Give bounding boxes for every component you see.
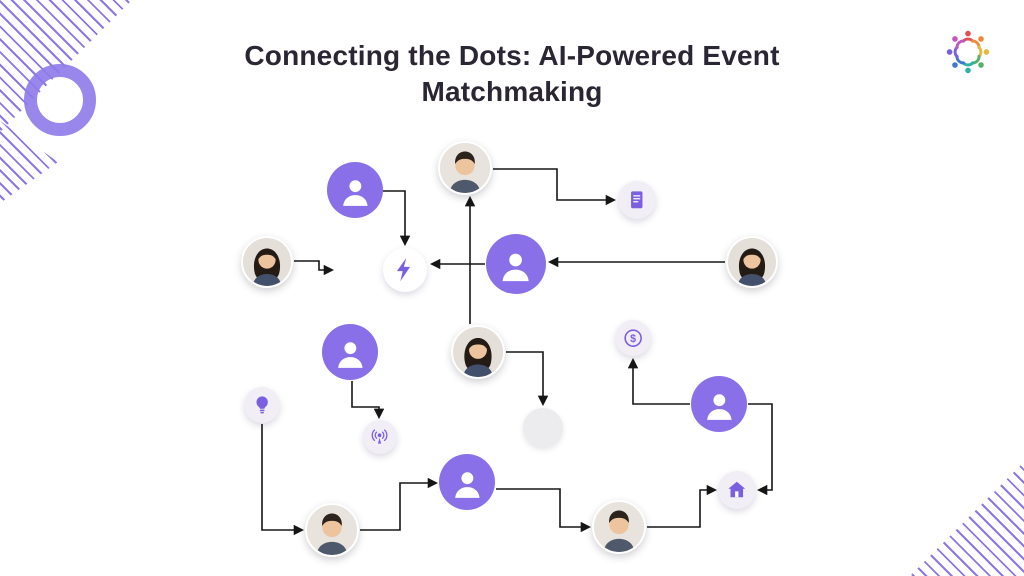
person-icon (502, 253, 530, 282)
document-icon (631, 191, 643, 209)
connector-attendee-photo-4-to-node-empty (506, 351, 549, 407)
person-icon (706, 394, 732, 421)
person-icon (337, 342, 363, 369)
lightning-icon (397, 258, 411, 282)
node-member-4 (691, 376, 747, 432)
connector-member-3-to-icon-podcast (351, 381, 385, 420)
node-attendee-photo-1 (438, 141, 492, 195)
connector-member-5-to-attendee-photo-6 (496, 488, 592, 533)
node-icon-home (718, 471, 756, 509)
node-member-5 (439, 454, 495, 510)
photo-man-icon (594, 502, 644, 552)
node-attendee-photo-3 (726, 236, 778, 288)
dollar-icon: $ (624, 329, 642, 347)
node-icon-dollar: $ (615, 320, 651, 356)
page-title: Connecting the Dots: AI-Powered Event Ma… (244, 40, 780, 108)
connector-attendee-photo-5-to-member-5 (360, 477, 439, 531)
connector-member-4-to-icon-dollar (627, 357, 690, 405)
connector-attendee-photo-1-to-icon-document (493, 168, 617, 206)
photo-woman-icon (453, 327, 503, 377)
brand-logo-icon (946, 30, 990, 74)
node-attendee-photo-2 (241, 236, 293, 288)
photo-man-icon (307, 505, 357, 555)
node-icon-podcast (363, 420, 397, 454)
svg-text:$: $ (630, 333, 636, 345)
connector-member-1-to-icon-lightning (383, 190, 411, 247)
node-member-1 (327, 162, 383, 218)
photo-man-icon (440, 143, 490, 193)
node-attendee-photo-5 (305, 503, 359, 557)
node-member-3 (322, 324, 378, 380)
person-icon (454, 472, 480, 499)
person-icon (342, 180, 368, 207)
photo-woman-icon (728, 238, 776, 286)
node-icon-bulb (244, 387, 280, 423)
connector-attendee-photo-2-to-icon-lightning (294, 260, 335, 276)
photo-woman-icon (243, 238, 291, 286)
node-attendee-photo-6 (592, 500, 646, 554)
node-attendee-photo-4 (451, 325, 505, 379)
node-icon-document (618, 181, 656, 219)
node-member-2 (486, 234, 546, 294)
connector-attendee-photo-6-to-icon-home (647, 484, 718, 528)
node-node-empty (523, 408, 563, 448)
podcast-icon (372, 429, 388, 445)
home-icon (728, 481, 746, 498)
node-icon-lightning (383, 248, 427, 292)
connector-icon-bulb-to-attendee-photo-5 (261, 424, 305, 536)
connector-member-4-to-icon-home (748, 403, 773, 496)
bulb-icon (256, 396, 268, 414)
